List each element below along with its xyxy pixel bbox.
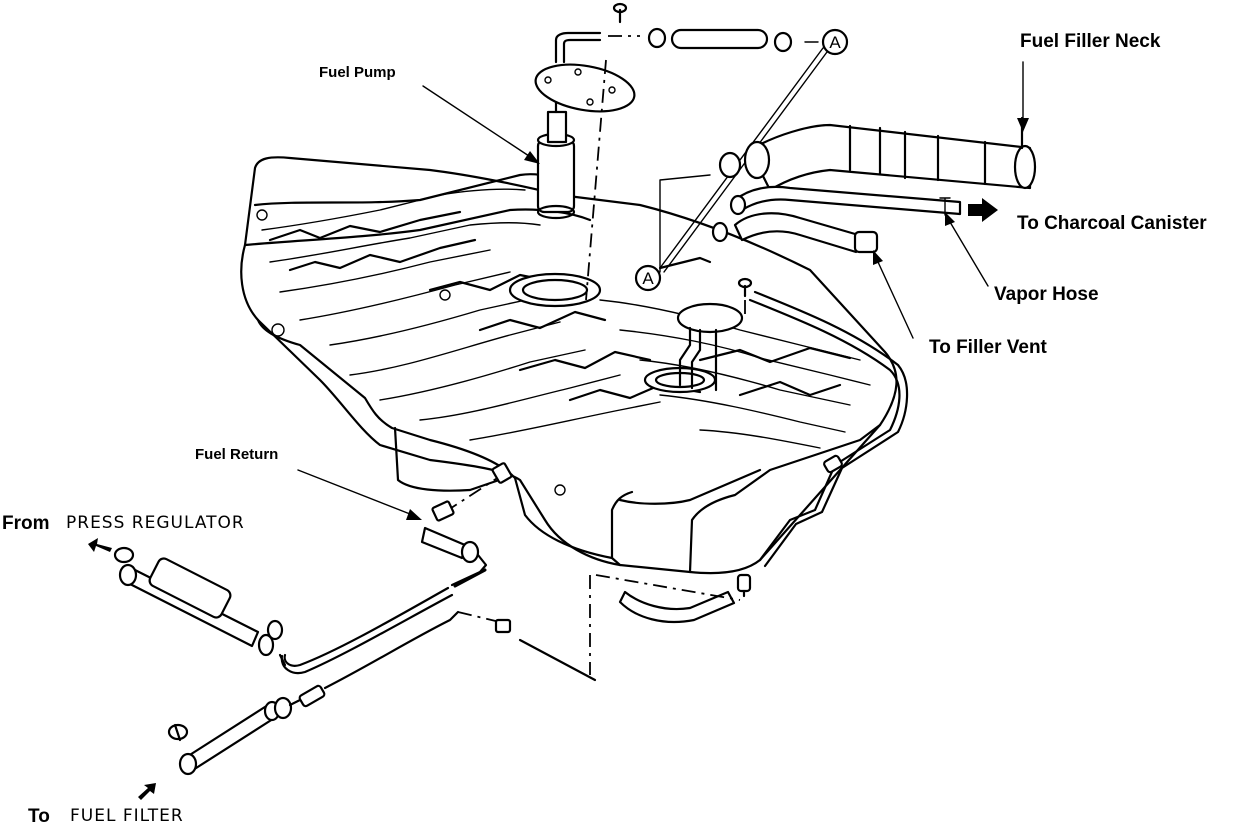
fuel-sender-unit — [676, 277, 753, 392]
from-regulator-arrow — [88, 538, 112, 552]
label-fuel-filler-neck: Fuel Filler Neck — [1020, 31, 1161, 52]
tank-bottom-hose — [618, 573, 752, 624]
callout-a-top: A — [821, 28, 849, 56]
screw-top — [612, 2, 628, 24]
filler-vent-hose — [711, 212, 879, 254]
label-to-charcoal-canister: To Charcoal Canister — [1017, 213, 1207, 234]
mid-fuel-line — [658, 256, 712, 270]
label-fuel-filter: FUEL FILTER — [70, 806, 184, 824]
fuel-tank — [240, 156, 898, 575]
label-vapor-hose: Vapor Hose — [994, 284, 1099, 305]
assembly-line-bracket — [518, 638, 597, 682]
to-filter-arrow — [138, 783, 156, 800]
vapor-hose-leader — [945, 212, 989, 287]
press-regulator-hose — [113, 546, 287, 667]
fuel-filter-hose — [167, 610, 512, 776]
fuel-filler-neck — [718, 116, 1037, 192]
svg-text:A: A — [642, 269, 654, 288]
label-to-filler-vent: To Filler Vent — [929, 337, 1048, 358]
charcoal-canister-arrow — [968, 198, 998, 222]
assembly-line-lower — [589, 574, 741, 675]
label-to-prefix: To — [28, 806, 50, 824]
label-from-prefix: From — [2, 513, 50, 534]
fuel-pump — [534, 31, 640, 301]
pump-outlet-hose — [647, 27, 819, 53]
fuel-return-leader — [297, 469, 422, 520]
label-fuel-pump: Fuel Pump — [319, 64, 396, 81]
svg-text:A: A — [829, 33, 841, 52]
filler-vent-leader — [873, 250, 914, 339]
vapor-hose — [729, 185, 962, 216]
callout-a-mid: A — [634, 264, 662, 292]
tank-side-lines — [748, 290, 909, 568]
filler-neck-leader — [1017, 61, 1029, 132]
label-fuel-return: Fuel Return — [195, 446, 278, 463]
fuel-return-line — [280, 462, 513, 675]
label-press-regulator: PRESS REGULATOR — [66, 513, 245, 533]
fuel-pump-leader — [422, 85, 540, 164]
